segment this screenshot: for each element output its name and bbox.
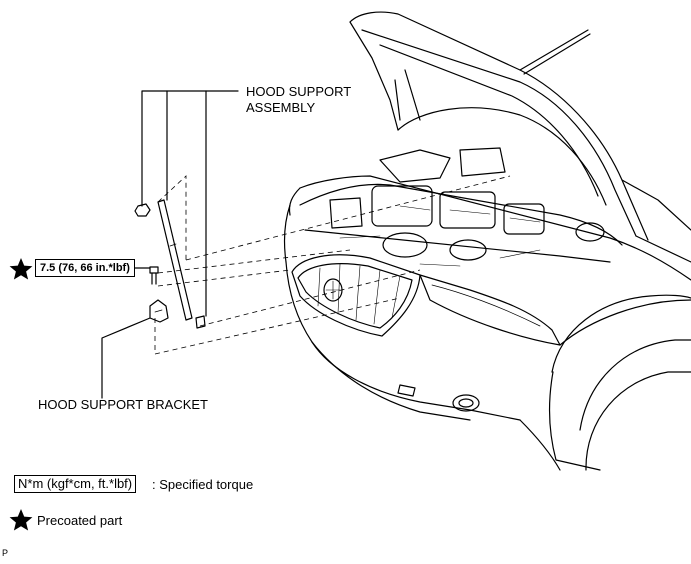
legend-torque-description: : Specified torque [152,477,254,492]
hood-support-assembly-label-line1: HOOD SUPPORT [246,84,352,99]
torque-value-box: 7.5 (76, 66 in.*lbf) [35,259,135,277]
assembly-leader-lines [141,90,239,317]
figure-code: P [2,548,9,558]
star-icon [9,258,33,280]
legend-precoat-description: Precoated part [37,513,123,528]
vehicle-illustration [284,11,691,471]
hood-support-bracket-label: HOOD SUPPORT BRACKET [38,397,208,412]
nut [134,203,151,217]
hood-support-strut [157,199,193,321]
removed-parts [134,199,206,329]
installation-lines [154,175,511,355]
bolt [149,266,159,285]
star-icon [9,509,33,531]
hood-support-assembly-label-line2: ASSEMBLY [246,100,316,115]
clip [195,315,206,329]
bracket-leader [101,317,151,399]
star-marks [9,258,33,531]
legend-torque-unit: N*m (kgf*cm, ft.*lbf) [14,475,137,493]
